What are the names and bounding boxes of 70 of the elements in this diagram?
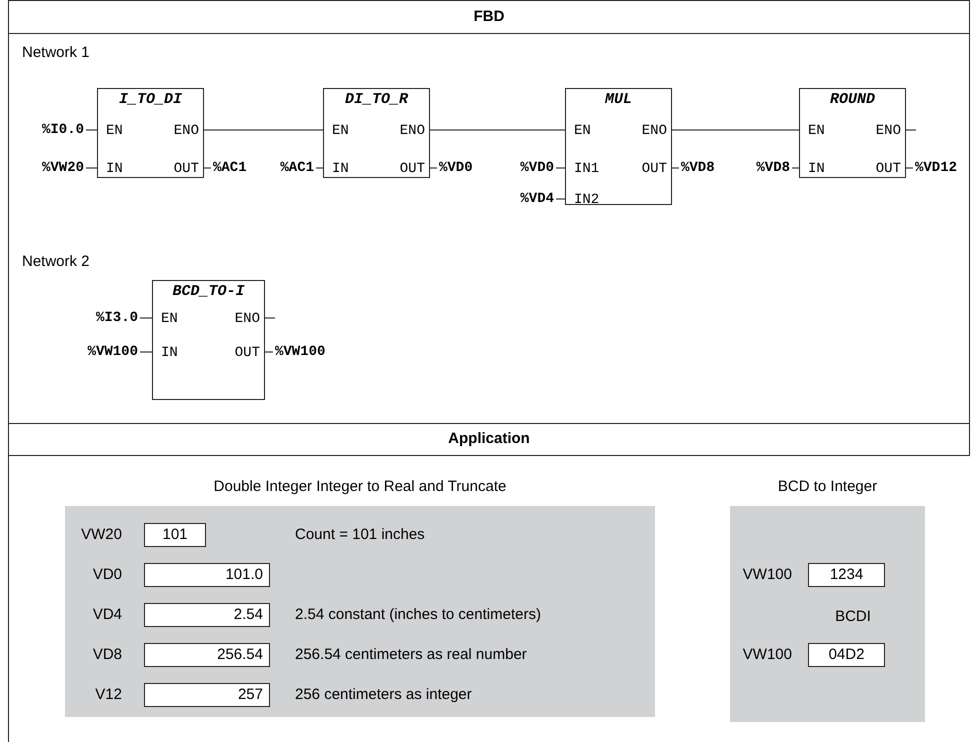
value-field: 101: [144, 523, 206, 547]
conversion-label: BCDI: [835, 608, 871, 626]
value-field: 101.0: [144, 563, 270, 587]
panel-title: Double Integer Integer to Real and Truncate: [212, 478, 508, 496]
operand-label: %VD8: [754, 160, 792, 176]
operand-label: %AC1: [278, 160, 316, 176]
register-name: VD8: [92, 646, 122, 664]
function-block: [565, 88, 672, 205]
pin-label: ENO: [400, 123, 425, 139]
pin-label: ENO: [876, 123, 901, 139]
block-title: BCD_TO-I: [171, 283, 246, 301]
pin-label: EN: [161, 311, 178, 327]
panel-title: BCD to Integer: [776, 478, 878, 496]
operand-label: %VD4: [518, 191, 556, 207]
pin-label: EN: [332, 123, 349, 139]
operand-label: %I3.0: [94, 310, 140, 326]
value-description: Count = 101 inches: [295, 526, 425, 544]
pin-label: ENO: [174, 123, 199, 139]
operand-label: %AC1: [211, 160, 249, 176]
pin-label: IN: [808, 161, 825, 177]
network-label: Network 2: [22, 253, 90, 271]
value-field: 257: [144, 683, 270, 707]
section-header: FBD: [474, 8, 504, 26]
register-name: V12: [95, 686, 122, 704]
value-field: 256.54: [144, 643, 270, 667]
operand-label: %VW20: [40, 160, 86, 176]
value-field: 2.54: [144, 603, 270, 627]
operand-label: %VD12: [913, 160, 960, 176]
function-block: [799, 88, 906, 178]
function-block: [97, 88, 204, 178]
operand-label: %VW100: [273, 344, 328, 360]
operand-label: %VD8: [679, 160, 717, 176]
register-name: VW100: [742, 646, 792, 664]
pin-label: OUT: [174, 161, 199, 177]
operand-label: %VW100: [86, 344, 140, 360]
value-description: 256.54 centimeters as real number: [295, 646, 527, 664]
pin-label: EN: [808, 123, 825, 139]
pin-label: IN: [106, 161, 123, 177]
function-block: [323, 88, 430, 178]
pin-label: OUT: [234, 345, 260, 361]
pin-label: ENO: [642, 123, 667, 139]
operand-label: %VD0: [518, 160, 556, 176]
section-header: Application: [448, 430, 530, 448]
pin-label: IN: [161, 345, 178, 361]
value-field: 04D2: [808, 643, 885, 667]
register-name: VW20: [81, 526, 122, 544]
connection-line: [556, 198, 566, 200]
network-label: Network 1: [22, 44, 90, 62]
value-description: 2.54 constant (inches to centimeters): [295, 606, 541, 624]
pin-label: OUT: [400, 161, 425, 177]
block-title: ROUND: [828, 91, 876, 109]
block-title: DI_TO_R: [344, 91, 410, 109]
register-name: VD4: [92, 606, 122, 624]
pin-label: OUT: [876, 161, 901, 177]
register-name: VD0: [92, 566, 122, 584]
value-description: 256 centimeters as integer: [295, 686, 472, 704]
function-block: [152, 280, 265, 400]
operand-label: %I0.0: [40, 122, 86, 138]
pin-label: IN1: [574, 161, 600, 177]
pin-label: IN: [332, 161, 349, 177]
register-name: VW100: [742, 566, 792, 584]
value-field: 1234: [808, 563, 885, 587]
operand-label: %VD0: [437, 160, 475, 176]
pin-label: IN2: [574, 192, 600, 208]
block-title: I_TO_DI: [118, 91, 183, 109]
pin-label: EN: [574, 123, 591, 139]
pin-label: ENO: [234, 311, 260, 327]
block-title: MUL: [604, 91, 633, 109]
pin-label: OUT: [642, 161, 667, 177]
pin-label: EN: [106, 123, 123, 139]
